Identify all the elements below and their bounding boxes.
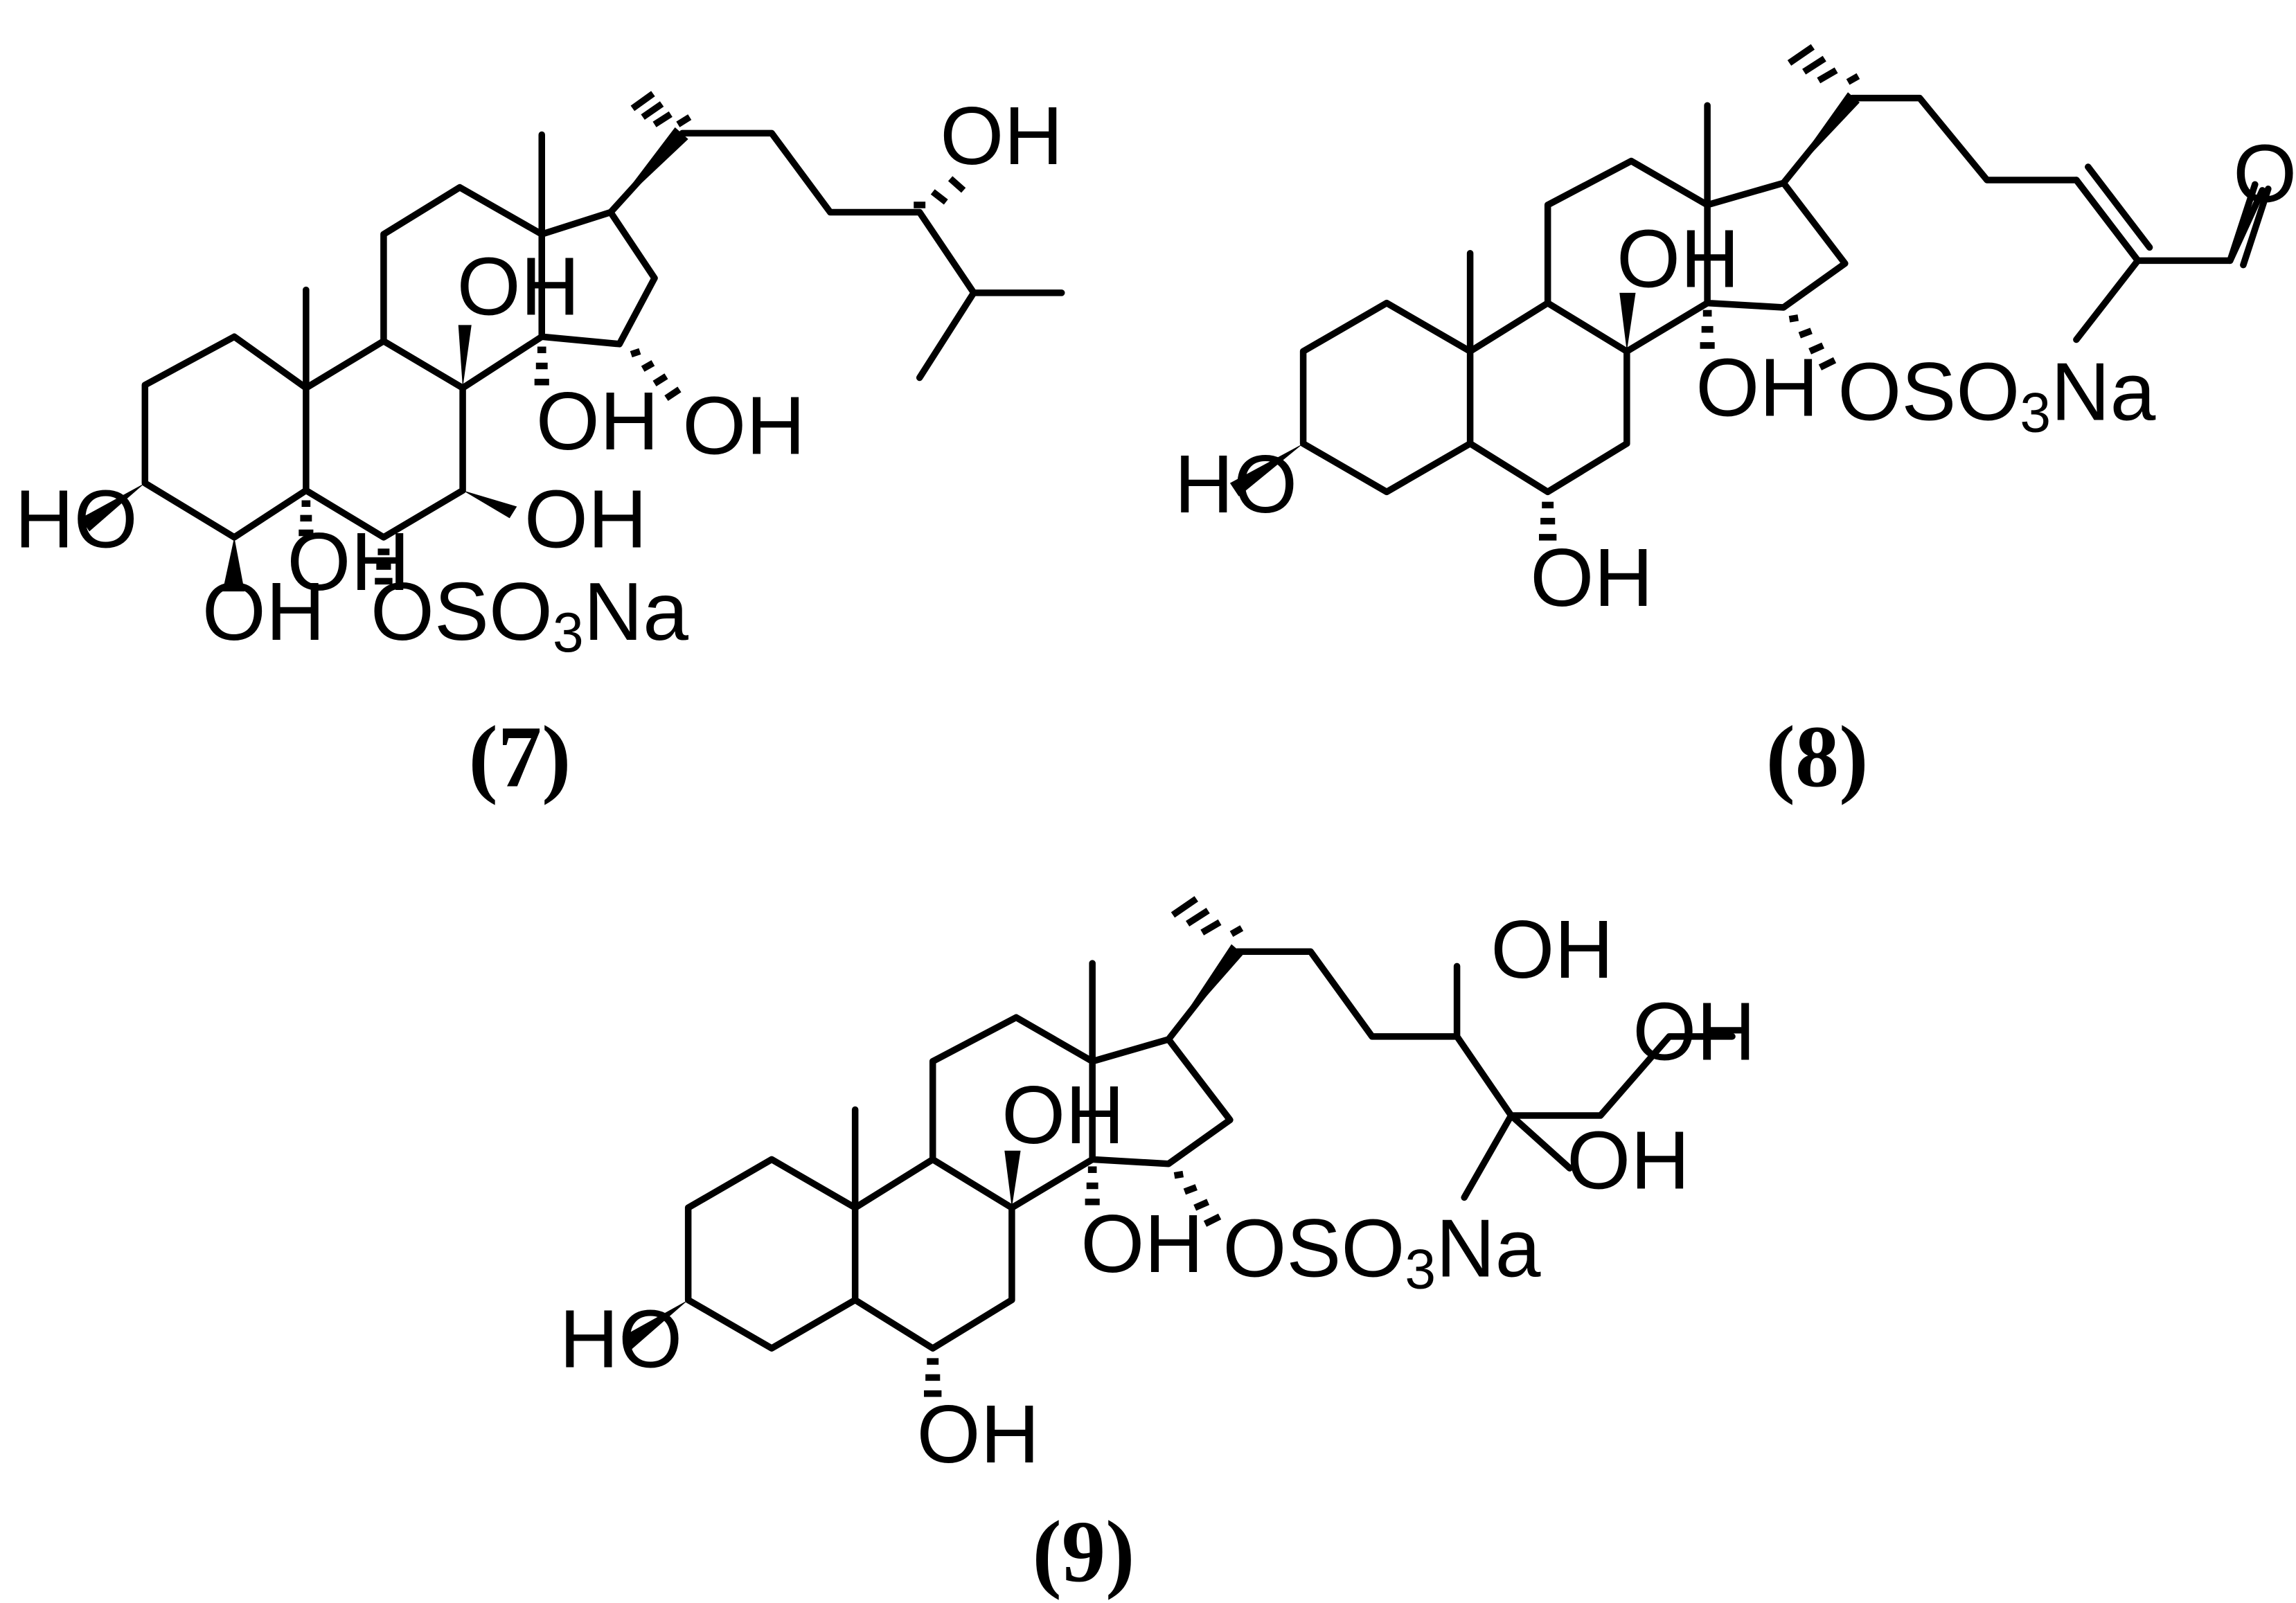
c9-c6-oh-label: OH	[916, 1389, 1040, 1480]
c7-sulfate-label: OSO3Na	[371, 566, 688, 664]
c8-c3-ho-label: HO	[1175, 439, 1298, 530]
c8-c6-oh-label: OH	[1530, 532, 1653, 624]
c9-c26-oh-label: OH	[1632, 987, 1756, 1078]
c7-sidechain-oh-label: OH	[940, 91, 1063, 182]
c7-c7-oh-label: OH	[524, 474, 648, 566]
c9-c14-oh-label: OH	[1080, 1199, 1204, 1290]
c7-c14-oh-label: OH	[536, 376, 659, 467]
compound-9: OH OH OH OH OH OSO3Na HO OH (9)	[560, 896, 1756, 1600]
c7-c3-ho-label: HO	[15, 474, 138, 566]
c9-c25-oh-label: OH	[1567, 1116, 1690, 1207]
c8-c8-oh-label: OH	[1617, 213, 1740, 305]
c9-sulfate-label: OSO3Na	[1222, 1203, 1540, 1301]
c9-c24-oh-label: OH	[1490, 904, 1614, 996]
c9-c8-oh-label: OH	[1002, 1070, 1125, 1161]
c9-c3-ho-label: HO	[560, 1294, 683, 1386]
compound-7-caption: (7)	[469, 708, 571, 805]
compound-8-caption: (8)	[1766, 708, 1869, 805]
c8-sulfate-label: OSO3Na	[1837, 347, 2155, 445]
compound-7: OH OH OH OH HO OH OH OH OSO3Na (7)	[15, 91, 1065, 805]
c8-c14-oh-label: OH	[1696, 342, 1819, 433]
c7-c4-oh-label: OH	[202, 566, 326, 658]
c7-c8-oh-label: OH	[457, 242, 580, 333]
compound-9-caption: (9)	[1032, 1503, 1134, 1600]
c8-aldehyde-o-label: O	[2233, 129, 2296, 220]
c7-c15-oh-label: OH	[682, 380, 806, 472]
c7-c5-oh-label: OH	[287, 517, 410, 608]
compound-8: O OH OH OSO3Na HO OH (8)	[1175, 44, 2296, 805]
